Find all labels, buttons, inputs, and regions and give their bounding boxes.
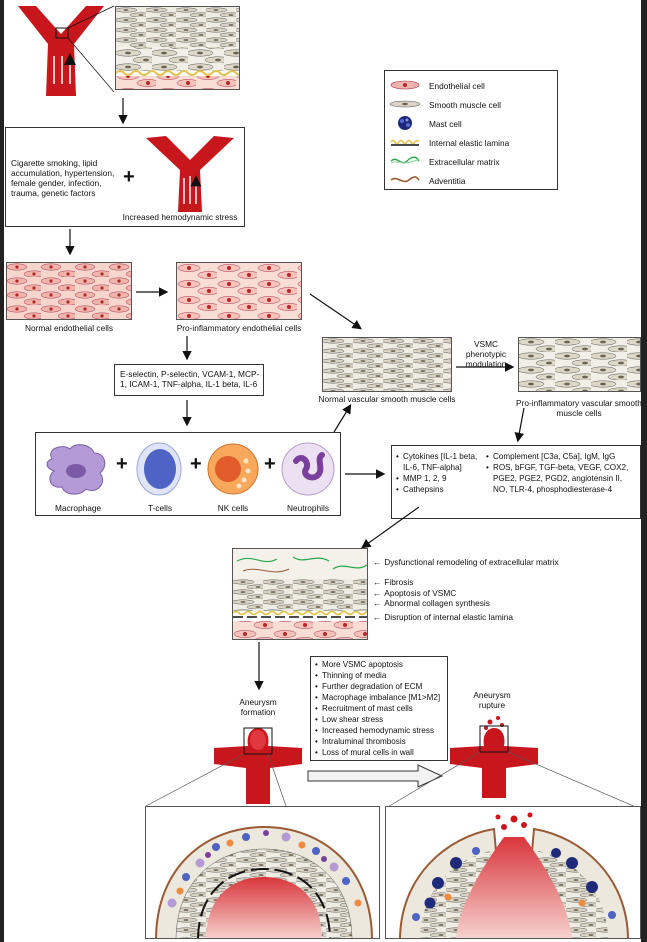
plus-3: +: [264, 453, 276, 475]
progression-item: Recruitment of mast cells: [315, 703, 447, 714]
aneurysm-formation-label: Aneurysm formation: [239, 697, 277, 717]
progression-item: More VSMC apoptosis: [315, 659, 447, 670]
vessel-wall-detail: [115, 6, 240, 90]
neutrophil-icon: [281, 442, 335, 496]
arrow-7: [456, 362, 515, 372]
aneurysm-formation-detail: [145, 806, 380, 939]
mediator-item: Complement [C3a, C5a], IgM, IgG: [486, 451, 638, 462]
legend-endothelial: Endothelial cell: [390, 80, 485, 91]
nk-cells-label: NK cells: [217, 503, 249, 513]
mediator-item: ROS, bFGF, TGF-beta, VEGF, COX2, PGE2, P…: [486, 462, 638, 495]
vessel-top-icon: [18, 5, 115, 96]
arrow-10: [345, 469, 386, 479]
progression-item: Loss of mural cells in wall: [315, 747, 447, 758]
remodeling-item: Abnormal collagen synthesis: [373, 598, 490, 608]
progression-item: Low shear stress: [315, 714, 447, 725]
vsmc-modulation-label: VSMC phenotypic modulation: [465, 339, 507, 369]
proinflammatory-vsmc-label: Pro-inflammatory vascular smooth muscle …: [516, 398, 642, 418]
stress-label: Increased hemodynamic stress: [122, 212, 238, 222]
zoom-lines-left: [145, 753, 287, 807]
progression-item: Macrophage imbalance [M1>M2]: [315, 692, 447, 703]
legend-smooth-muscle: Smooth muscle cell: [389, 100, 501, 110]
progression-box: More VSMC apoptosis Thinning of media Fu…: [310, 656, 448, 761]
legend-adventitia: Adventitia: [390, 176, 465, 186]
legend: Endothelial cell Smooth muscle cell Mast…: [384, 70, 558, 190]
aneurysm-rupture-detail: [385, 806, 641, 939]
aneurysm-rupture-vessel-icon: [450, 716, 538, 798]
nk-cell-icon: [207, 443, 259, 495]
risk-factors-box: Cigarette smoking, lipid accumulation, h…: [5, 127, 245, 227]
remodeling-item: Dysfunctional remodeling of extracellula…: [373, 557, 558, 567]
left-border: [0, 0, 4, 942]
progression-list: More VSMC apoptosis Thinning of media Fu…: [315, 659, 447, 758]
arrow-2: [65, 229, 75, 256]
risk-factors-text: Cigarette smoking, lipid accumulation, h…: [11, 158, 115, 198]
progression-item: Increased hemodynamic stress: [315, 725, 447, 736]
plus-sign: +: [123, 166, 135, 188]
right-border: [641, 0, 647, 942]
mediator-item: Cathepsins: [396, 484, 482, 495]
macrophage-label: Macrophage: [54, 503, 102, 513]
arrow-9: [333, 403, 352, 433]
macrophage-icon: [46, 444, 106, 495]
remodeling-wall-tile: [232, 548, 368, 640]
arrow-3: [136, 287, 169, 297]
mediator-item: MMP 1, 2, 9: [396, 473, 482, 484]
normal-endothelial-tile: [6, 262, 132, 320]
mediators-right-list: Complement [C3a, C5a], IgM, IgG ROS, bFG…: [486, 451, 638, 495]
arrow-11: [361, 506, 420, 549]
arrow-4: [309, 293, 362, 330]
progression-item: Intraluminal thrombosis: [315, 736, 447, 747]
progression-item: Further degradation of ECM: [315, 681, 447, 692]
mediators-box: Cytokines [IL-1 beta, IL-6, TNF-alpha] M…: [391, 445, 641, 519]
proinflammatory-endothelial-tile: [176, 262, 302, 320]
mediator-item: Cytokines [IL-1 beta, IL-6, TNF-alpha]: [396, 451, 482, 473]
immune-cells-box: + + + Macrophage T-cells NK cells Neutro…: [35, 432, 341, 516]
zoom-lines-right: [385, 751, 639, 809]
aneurysm-formation-vessel-icon: [214, 727, 302, 804]
adhesion-molecules-box: E-selectin, P-selectin, VCAM-1, MCP-1, I…: [114, 364, 264, 396]
remodeling-item: Apoptosis of VSMC: [373, 588, 456, 598]
tcell-icon: [136, 442, 182, 496]
arrow-1: [118, 98, 128, 125]
arrow-6: [182, 400, 192, 427]
mediators-left-list: Cytokines [IL-1 beta, IL-6, TNF-alpha] M…: [396, 451, 482, 495]
stressed-vessel-icon: [146, 136, 234, 212]
legend-ecm: Extracellular matrix: [390, 156, 500, 167]
aneurysm-rupture-label: Aneurysm rupture: [473, 690, 511, 710]
normal-vsmc-label: Normal vascular smooth muscle cells: [318, 394, 456, 404]
normal-endothelial-label: Normal endothelial cells: [24, 323, 114, 333]
arrow-12: [254, 642, 264, 691]
normal-vsmc-tile: [322, 337, 452, 392]
legend-mast-cell: Mast cell: [398, 116, 462, 130]
remodeling-item: Disruption of internal elastic lamina: [373, 612, 513, 622]
neutrophils-label: Neutrophils: [287, 503, 329, 513]
arrow-5: [182, 336, 192, 361]
arrow-8: [514, 407, 525, 443]
proinflammatory-vsmc-tile: [518, 337, 641, 392]
remodeling-item: Fibrosis: [373, 577, 413, 587]
legend-iel: Internal elastic lamina: [390, 138, 509, 148]
plus-1: +: [116, 453, 128, 475]
tcells-label: T-cells: [148, 503, 172, 513]
proinflammatory-endothelial-label: Pro-inflammatory endothelial cells: [176, 323, 302, 333]
progression-item: Thinning of media: [315, 670, 447, 681]
plus-2: +: [190, 453, 202, 475]
